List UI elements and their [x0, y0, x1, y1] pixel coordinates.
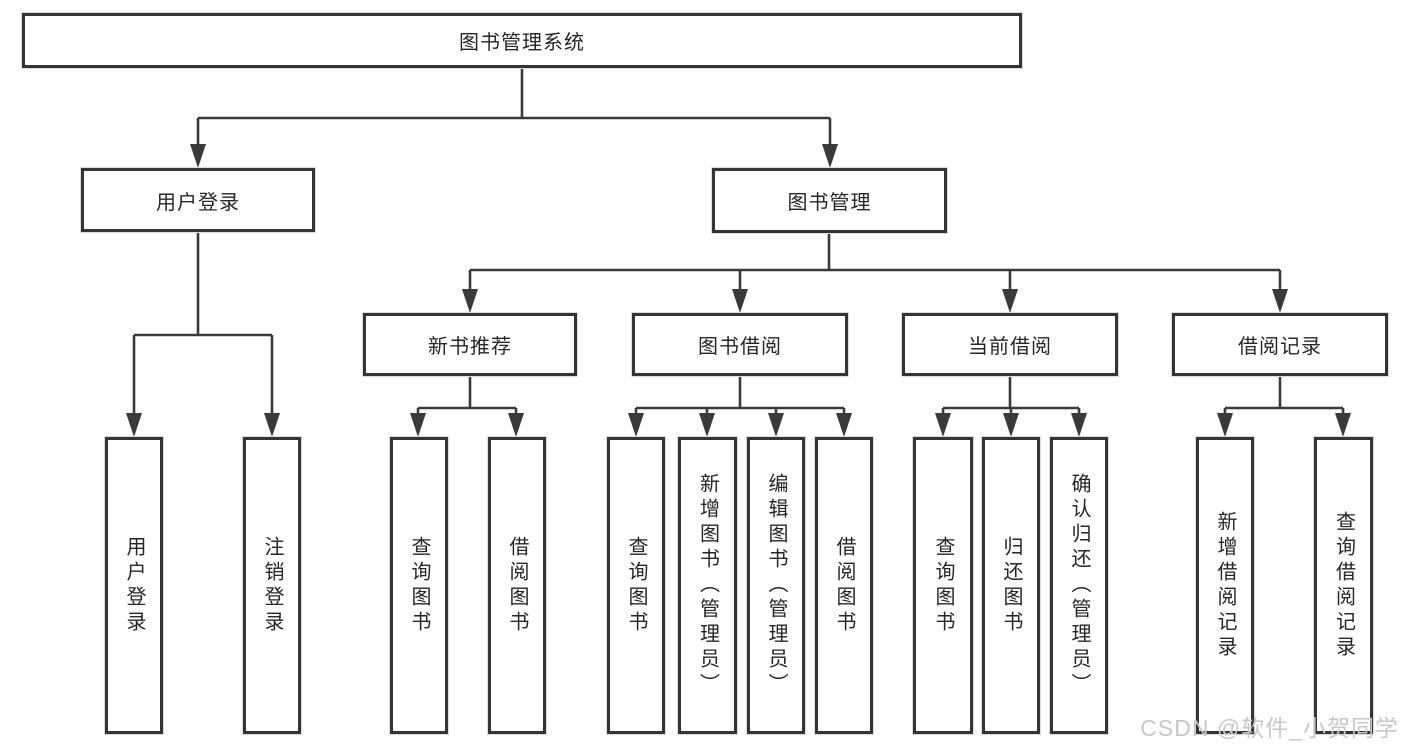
connector-records-to-leaves [1223, 376, 1345, 428]
leaf-add-borrow-record: 新增借阅记录 [1196, 437, 1254, 734]
leaf-query-books-1: 查询图书 [390, 437, 448, 734]
node-book-borrow-label: 图书借阅 [698, 336, 782, 358]
node-book-borrow: 图书借阅 [632, 313, 848, 376]
node-borrow-records-label: 借阅记录 [1238, 336, 1322, 358]
leaf-logout-label: 注销登录 [261, 535, 283, 636]
leaf-borrow-books-1-label: 借阅图书 [506, 535, 528, 636]
leaf-borrow-books-2: 借阅图书 [815, 437, 873, 734]
leaf-borrow-books-2-label: 借阅图书 [833, 535, 855, 636]
leaf-query-borrow-record-label: 查询借阅记录 [1332, 510, 1355, 661]
leaf-query-books-2: 查询图书 [607, 437, 665, 734]
leaf-user-login-label: 用户登录 [123, 535, 145, 636]
leaf-query-books-3: 查询图书 [913, 437, 973, 734]
leaf-confirm-return-admin: 确认归还（管理员） [1050, 437, 1108, 734]
leaf-return-book-label: 归还图书 [1000, 535, 1022, 636]
node-user-login: 用户登录 [81, 168, 315, 232]
node-current-borrow-label: 当前借阅 [968, 336, 1052, 358]
node-user-login-label: 用户登录 [156, 191, 240, 214]
leaf-user-login: 用户登录 [105, 437, 163, 734]
node-borrow-records: 借阅记录 [1172, 313, 1388, 376]
leaf-add-borrow-record-label: 新增借阅记录 [1214, 510, 1236, 661]
leaf-logout: 注销登录 [243, 437, 301, 734]
node-book-management: 图书管理 [712, 168, 947, 233]
connector-borrow-to-leaves [634, 376, 846, 428]
node-root-system: 图书管理系统 [22, 13, 1022, 68]
leaf-query-books-3-label: 查询图书 [932, 535, 954, 636]
leaf-borrow-books-1: 借阅图书 [488, 437, 546, 734]
connector-newbook-to-leaves [416, 376, 518, 428]
leaf-query-books-2-label: 查询图书 [625, 535, 647, 636]
leaf-return-book: 归还图书 [982, 437, 1040, 734]
connector-userlogin-to-leaves [132, 232, 274, 428]
leaf-query-books-1-label: 查询图书 [408, 535, 430, 636]
connector-root-to-level2 [196, 68, 832, 160]
node-book-management-label: 图书管理 [787, 192, 872, 214]
leaf-edit-book-admin: 编辑图书（管理员） [747, 437, 805, 734]
connector-bookmgmt-to-level3 [468, 233, 1282, 305]
node-new-book-recommend-label: 新书推荐 [428, 336, 512, 358]
leaf-query-borrow-record: 查询借阅记录 [1314, 437, 1373, 734]
leaf-confirm-return-admin-label: 确认归还（管理员） [1068, 473, 1090, 698]
leaf-edit-book-admin-label: 编辑图书（管理员） [765, 473, 787, 698]
csdn-watermark: CSDN @软件_小贺同学 [1140, 715, 1399, 741]
leaf-add-book-admin: 新增图书（管理员） [678, 437, 737, 734]
node-current-borrow: 当前借阅 [902, 313, 1118, 376]
node-new-book-recommend: 新书推荐 [363, 313, 577, 376]
connector-current-to-leaves [941, 376, 1081, 428]
node-root-label: 图书管理系统 [459, 32, 585, 54]
leaf-add-book-admin-label: 新增图书（管理员） [696, 473, 719, 698]
